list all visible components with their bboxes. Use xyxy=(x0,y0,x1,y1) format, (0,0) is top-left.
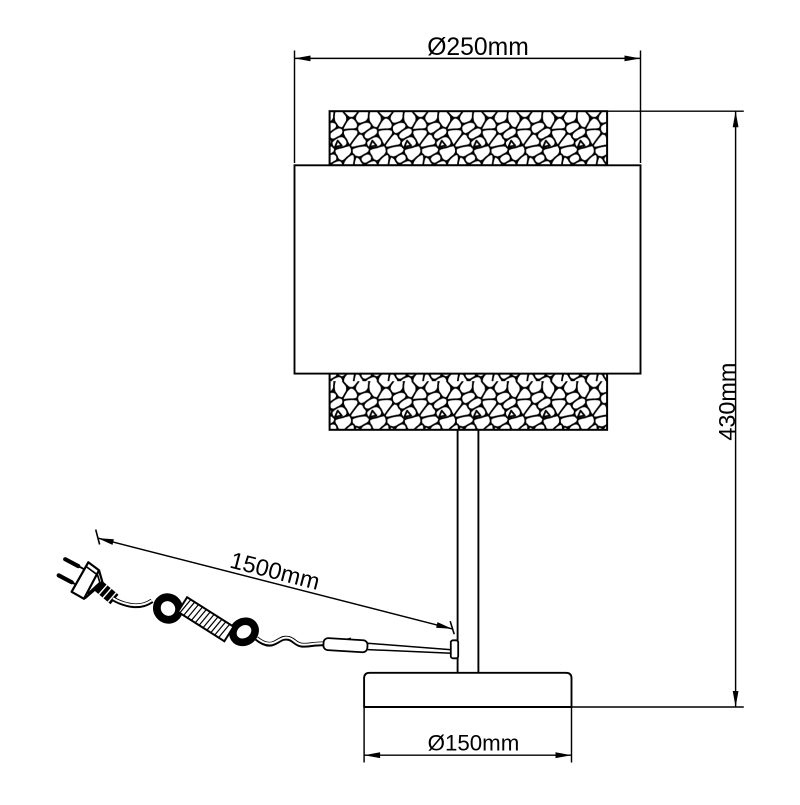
svg-text:Ø250mm: Ø250mm xyxy=(427,34,529,61)
svg-text:430mm: 430mm xyxy=(714,363,740,441)
svg-text:Ø150mm: Ø150mm xyxy=(428,731,520,756)
